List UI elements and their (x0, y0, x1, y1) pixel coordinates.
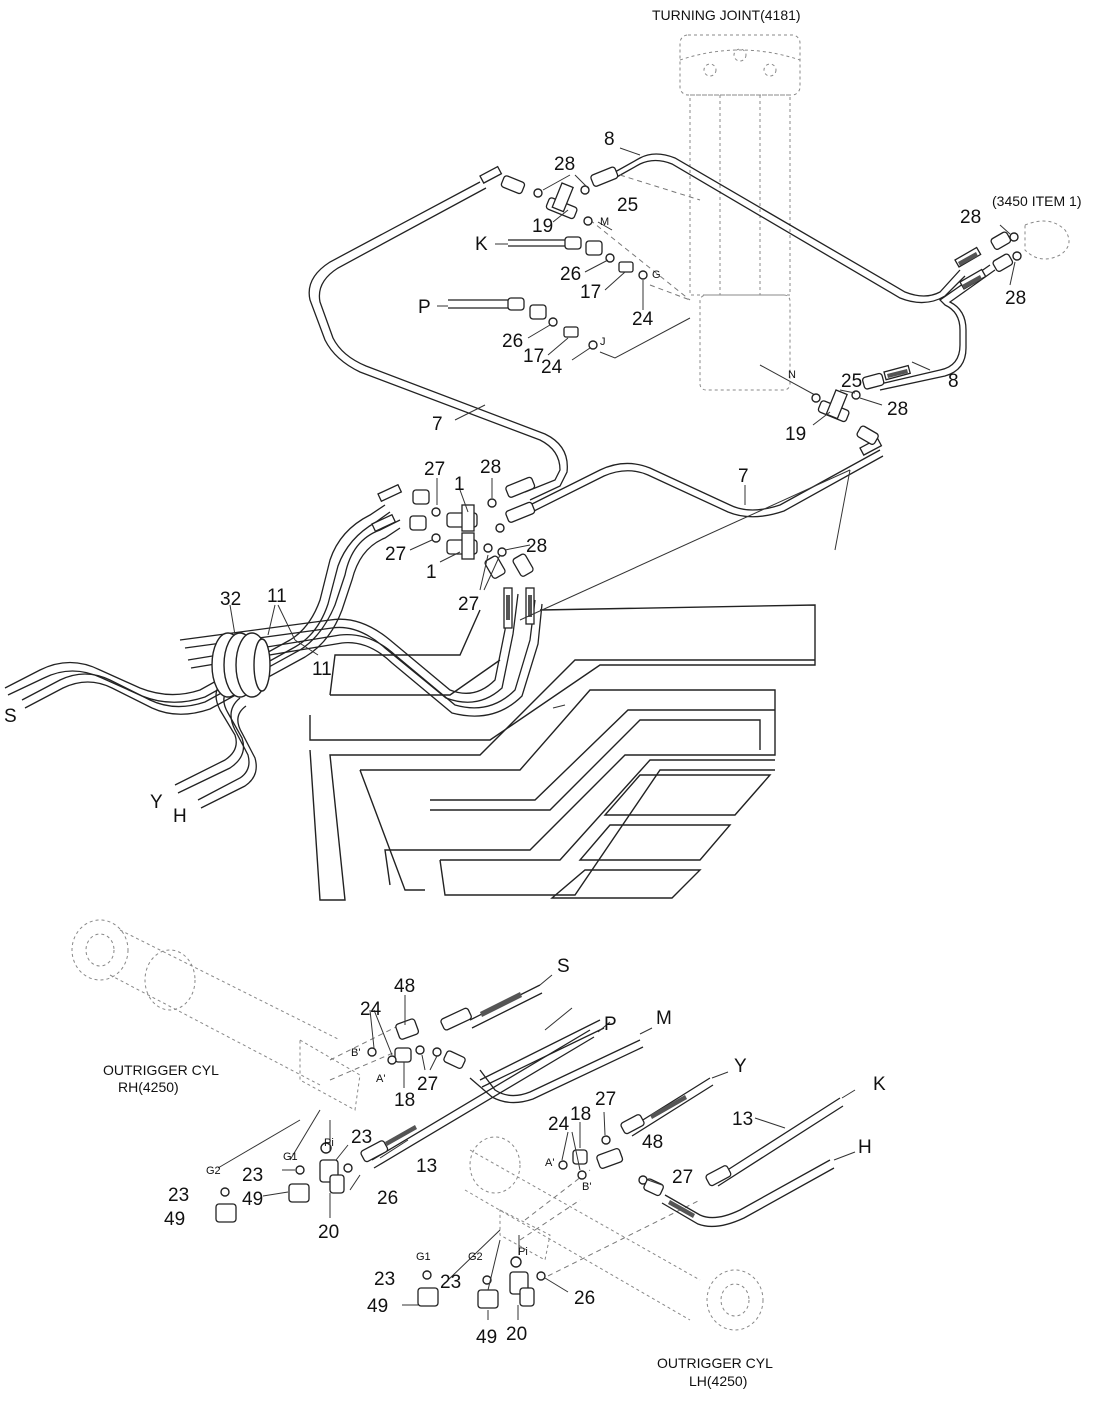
port-label-h-upper: H (173, 806, 187, 827)
part-label-7-right: 7 (738, 466, 749, 487)
part-label-27-top: 27 (424, 459, 445, 480)
part-label-27-rh: 27 (417, 1074, 438, 1095)
part-label-27-mid: 27 (385, 544, 406, 565)
part-label-23-rh-pi: 23 (351, 1127, 372, 1148)
part-label-11-top: 11 (267, 586, 287, 607)
part-label-26-lh: 26 (574, 1288, 595, 1309)
part-label-28-bottom: 28 (526, 536, 547, 557)
part-label-49-rh-g1: 49 (242, 1189, 263, 1210)
port-label-b-rh: B' (351, 1047, 360, 1059)
part-label-28-mid: 28 (480, 457, 501, 478)
port-label-pi-lh: Pi (518, 1246, 528, 1258)
part-label-13-lh: 13 (732, 1109, 753, 1130)
part-label-27-lh-top: 27 (595, 1089, 616, 1110)
part-label-19-upper: 19 (532, 216, 553, 237)
item-3450-caption: (3450 ITEM 1) (992, 193, 1081, 209)
port-label-a-lh: A' (545, 1157, 554, 1169)
part-label-23-rh-g1: 23 (242, 1165, 263, 1186)
port-label-g1-lh: G1 (416, 1251, 431, 1263)
port-label-h-lower: H (858, 1137, 872, 1158)
part-label-24-g: 24 (632, 309, 654, 330)
outrigger-rh-caption-2: RH(4250) (118, 1079, 179, 1095)
outrigger-rh-caption-1: OUTRIGGER CYL (103, 1062, 219, 1078)
part-label-18-lh: 18 (570, 1104, 591, 1125)
part-label-20-rh: 20 (318, 1222, 339, 1243)
port-label-p-lower: P (604, 1014, 617, 1035)
part-label-1-bottom: 1 (426, 562, 437, 583)
port-label-p-upper: P (418, 297, 431, 318)
outrigger-cyl-rh-outline (71, 919, 411, 1111)
part-label-25-right: 25 (841, 371, 862, 392)
part-label-7-left: 7 (432, 414, 443, 435)
part-label-28-right: 28 (887, 399, 908, 420)
part-label-28-right-bottom: 28 (1005, 288, 1026, 309)
part-label-1-top: 1 (454, 474, 465, 495)
port-label-b-lh: B' (582, 1181, 591, 1193)
part-label-24-lh: 24 (548, 1114, 570, 1135)
part-label-26-k: 26 (560, 264, 581, 285)
port-label-g2-rh: G2 (206, 1165, 221, 1177)
part-label-26-rh: 26 (377, 1188, 398, 1209)
part-label-24-rh: 24 (360, 999, 382, 1020)
part-label-8-upper: 8 (604, 129, 615, 150)
part-label-11-bottom: 11 (312, 659, 332, 680)
part-label-49-rh-g2: 49 (164, 1209, 185, 1230)
port-label-s-upper: S (4, 706, 17, 727)
port-label-y-lower: Y (734, 1056, 747, 1077)
part-label-25-upper: 25 (617, 195, 638, 216)
part-label-28-upper: 28 (554, 154, 575, 175)
part-label-23-lh-g1: 23 (374, 1269, 395, 1290)
hose-8-routes (589, 153, 996, 396)
part-label-17-p: 17 (523, 346, 544, 367)
lower-fittings (215, 1018, 664, 1309)
part-label-27-bottom: 27 (458, 594, 479, 615)
port-label-g2-lh: G2 (468, 1251, 483, 1263)
part-label-18-rh: 18 (394, 1090, 415, 1111)
outrigger-lh-caption-1: OUTRIGGER CYL (657, 1355, 773, 1371)
part-label-13-rh: 13 (416, 1156, 437, 1177)
leader-lines (217, 147, 1016, 1320)
part-label-20-lh: 20 (506, 1324, 527, 1345)
part-label-48-lh: 48 (642, 1132, 663, 1153)
port-label-s-lower: S (557, 956, 570, 977)
hose-7-routes (308, 165, 884, 518)
port-label-j-upper: J (600, 336, 606, 348)
port-label-g-upper: G (652, 269, 661, 281)
part-label-28-right-top: 28 (960, 207, 981, 228)
port-label-k-upper: K (475, 234, 488, 255)
port-label-n-upper: N (788, 369, 796, 381)
clamp-32 (211, 632, 271, 698)
part-label-26-p: 26 (502, 331, 523, 352)
turning-joint-caption: TURNING JOINT(4181) (652, 7, 801, 23)
port-label-m-upper: M (600, 216, 609, 228)
lower-hoses (360, 984, 844, 1228)
part-label-49-lh-g1: 49 (367, 1296, 388, 1317)
port-label-g1-rh: G1 (283, 1151, 298, 1163)
port-label-pi-rh: Pi (324, 1137, 334, 1149)
part-label-19-right: 19 (785, 424, 806, 445)
part-label-48-rh: 48 (394, 976, 415, 997)
part-label-24-j: 24 (541, 357, 563, 378)
part-label-49-lh-g2: 49 (476, 1327, 497, 1348)
tee-fittings-19-right (811, 220, 1070, 445)
part-label-8-right: 8 (948, 371, 959, 392)
outrigger-cyl-lh-outline (464, 1136, 764, 1331)
port-label-a-rh: A' (376, 1073, 385, 1085)
outrigger-lh-caption-2: LH(4250) (689, 1373, 747, 1389)
part-label-32: 32 (220, 589, 241, 610)
port-label-k-lower: K (873, 1074, 886, 1095)
chassis-frame (309, 469, 851, 901)
part-label-27-lh-bottom: 27 (672, 1167, 693, 1188)
tee-fittings-1 (409, 476, 536, 579)
part-label-23-lh-g2: 23 (440, 1272, 461, 1293)
part-label-17-k: 17 (580, 282, 601, 303)
tee-fittings-19-upper (448, 166, 691, 359)
part-label-23-rh-g2: 23 (168, 1185, 189, 1206)
port-label-y-upper: Y (150, 792, 163, 813)
port-label-m-lower: M (656, 1008, 672, 1029)
turning-joint-outline (679, 34, 801, 391)
